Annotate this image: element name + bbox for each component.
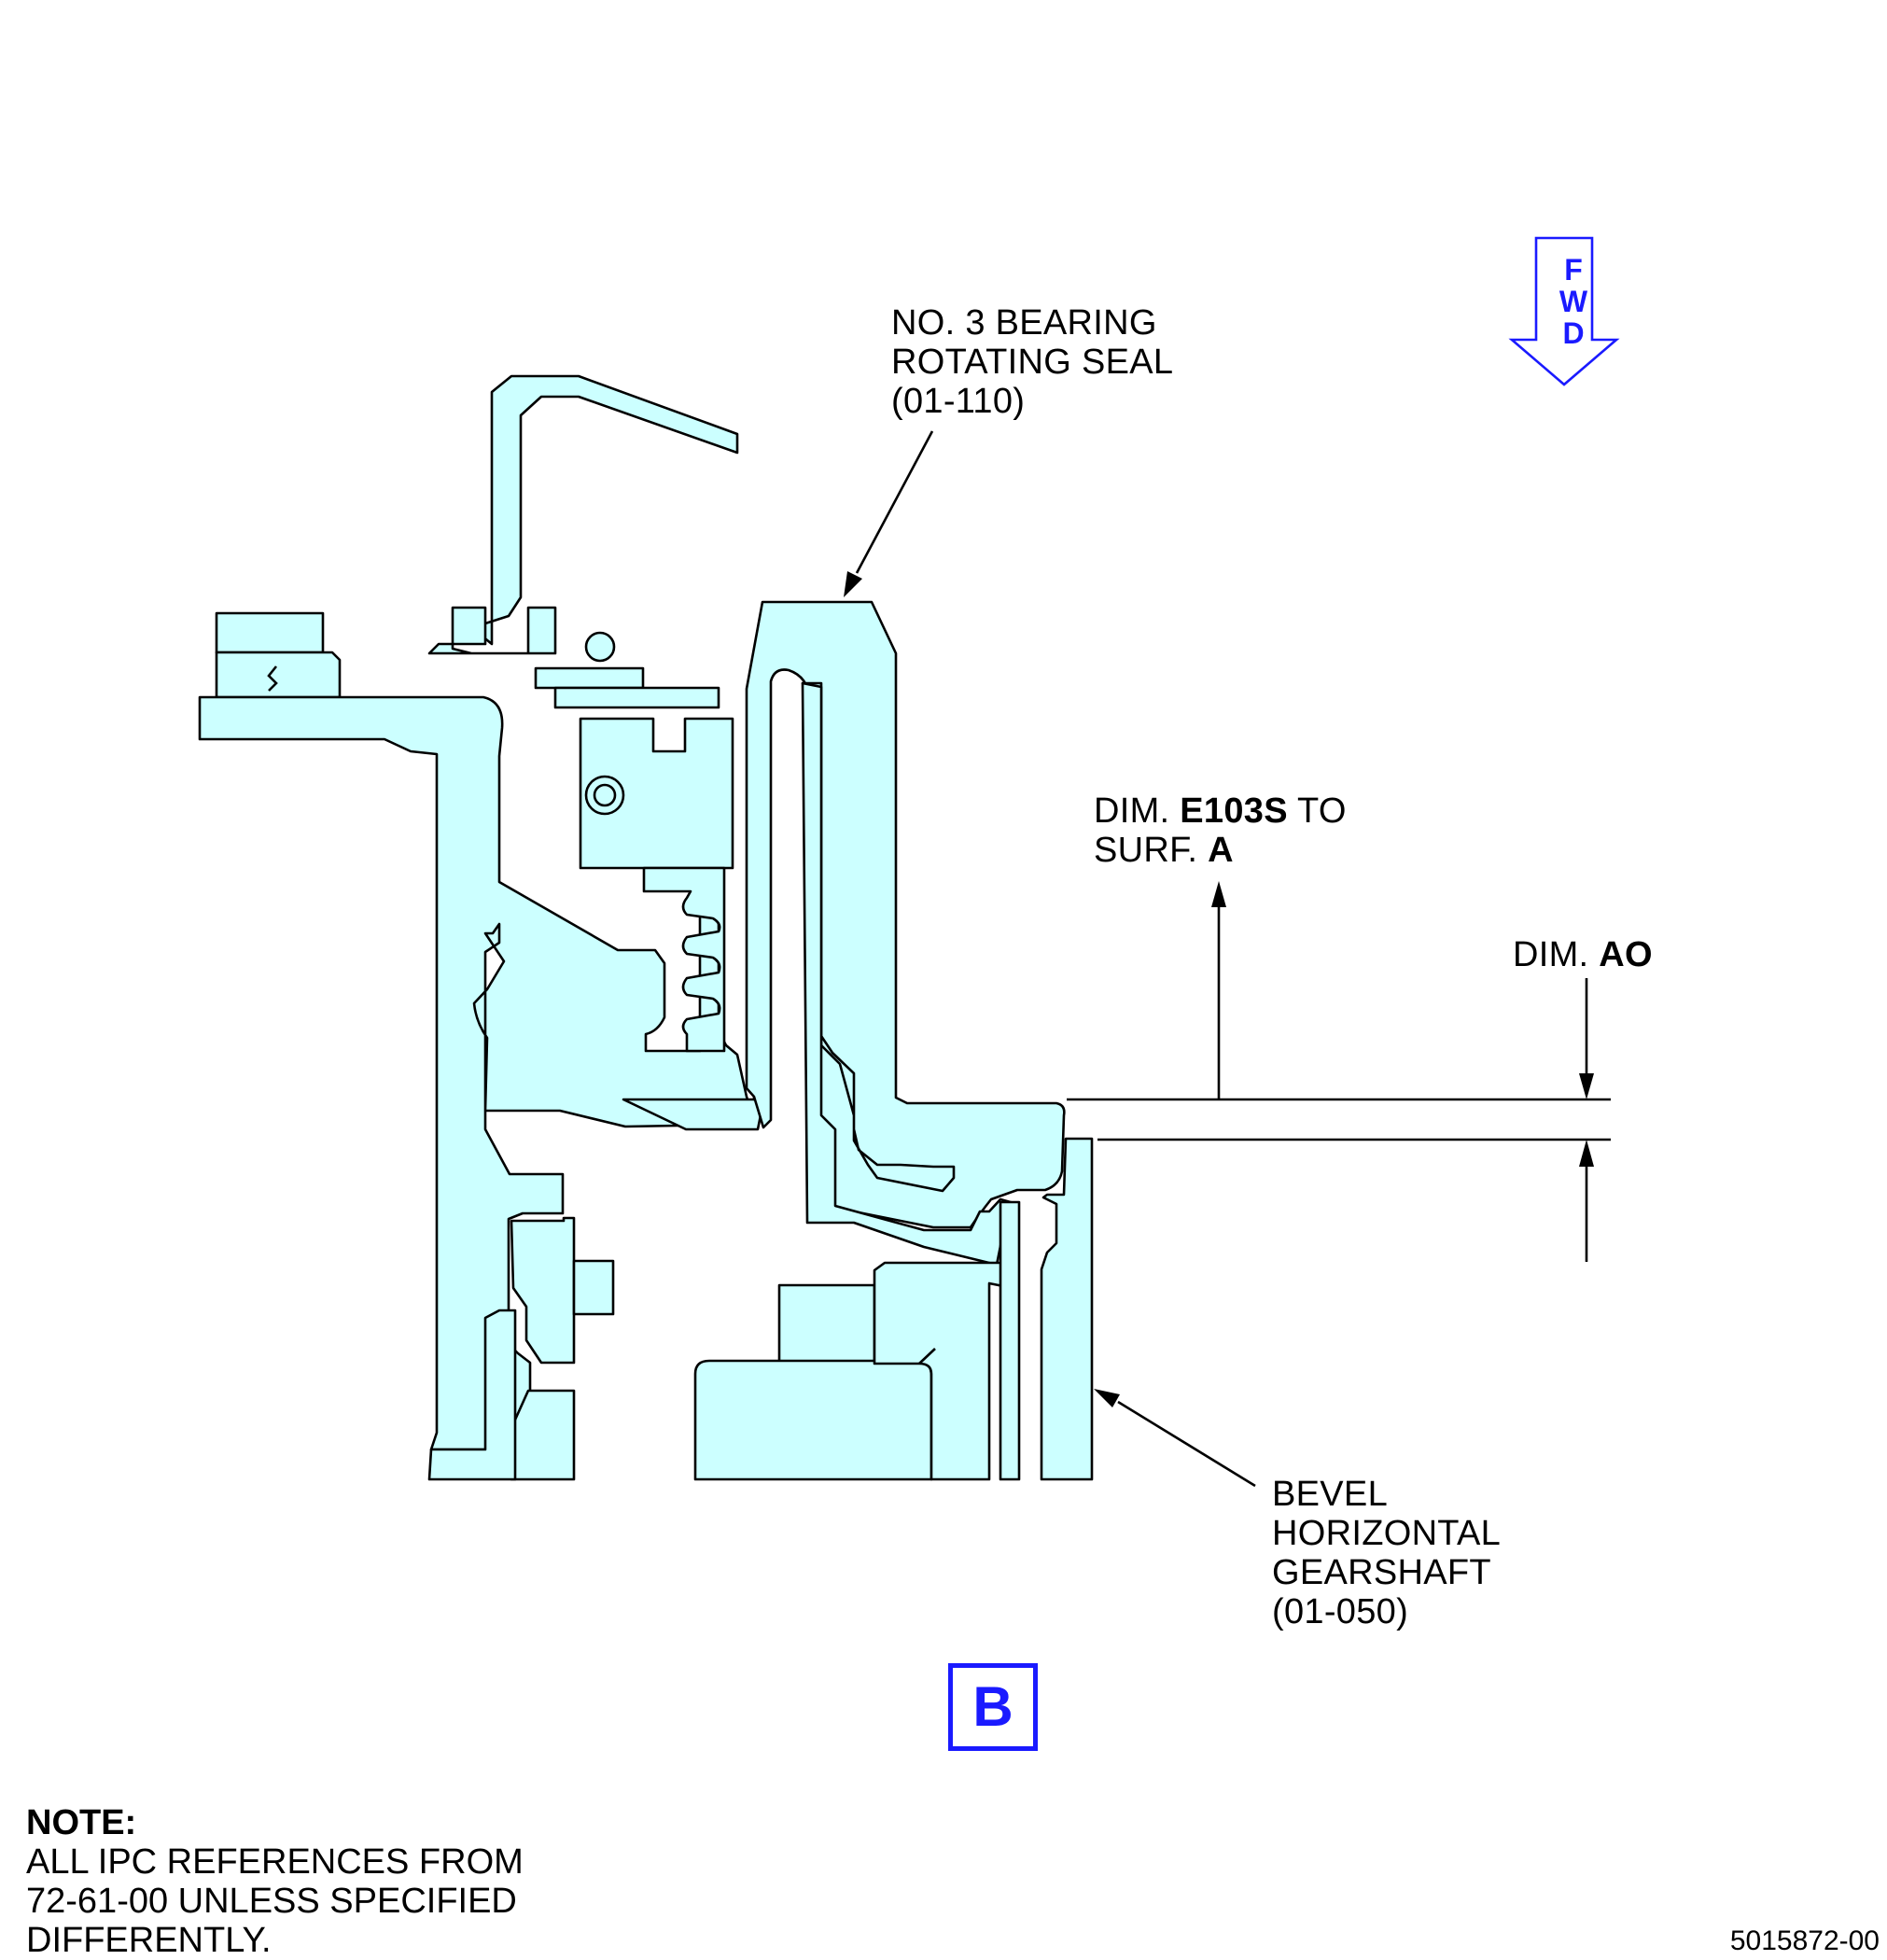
dim-ao-callout: DIM. AO bbox=[1513, 935, 1653, 974]
fwd-label: F W D bbox=[1557, 254, 1590, 349]
lower-case-segment bbox=[510, 1216, 576, 1365]
block-notch bbox=[267, 665, 278, 692]
seal-callout-line: (01-110) bbox=[891, 382, 1026, 421]
fwd-letter: F bbox=[1564, 253, 1583, 287]
arm-foot bbox=[427, 606, 557, 655]
dim-e103s-line1: DIM. E103S TO bbox=[1094, 791, 1347, 831]
seal-leader-arrowhead bbox=[844, 571, 862, 597]
top-left-block bbox=[215, 611, 325, 654]
note-line: 72-61-00 UNLESS SPECIFIED bbox=[26, 1882, 517, 1921]
note-line: DIFFERENTLY. bbox=[26, 1921, 272, 1960]
seal-inner-wall bbox=[801, 681, 956, 1193]
rotating-seal bbox=[745, 600, 1066, 1229]
lower-case-lug bbox=[572, 1259, 615, 1316]
fwd-arrow-icon bbox=[1508, 236, 1620, 386]
note-heading: NOTE: bbox=[26, 1803, 137, 1842]
bolt-head bbox=[584, 775, 625, 816]
surface-code: A bbox=[1208, 831, 1234, 870]
gearshaft-leader-arrowhead bbox=[1094, 1389, 1120, 1407]
top-left-block-lower bbox=[215, 651, 342, 699]
seal-callout-line: NO. 3 BEARING bbox=[891, 303, 1157, 343]
spool-collar-bevel bbox=[918, 1348, 936, 1365]
spool-nut bbox=[777, 1283, 876, 1365]
housing-spring-section bbox=[642, 866, 726, 1053]
fwd-letter: D bbox=[1562, 316, 1585, 350]
seal-callout: NO. 3 BEARING ROTATING SEAL (01-110) bbox=[891, 303, 1173, 421]
seal-leader bbox=[855, 430, 934, 574]
dim-ao-arrowhead-bottom bbox=[1579, 1140, 1594, 1167]
gearshaft-lip bbox=[1040, 1137, 1094, 1481]
retainer-plate bbox=[534, 666, 645, 690]
bearing-housing bbox=[579, 717, 734, 870]
fwd-letter: W bbox=[1559, 285, 1588, 318]
lock-wire-ring bbox=[584, 631, 616, 663]
dim-code: E103S bbox=[1180, 791, 1288, 831]
dim-ao-prefix: DIM. bbox=[1513, 935, 1600, 974]
surface-prefix: SURF. bbox=[1094, 831, 1209, 870]
retainer-ledge bbox=[553, 686, 720, 709]
gearshaft-callout: BEVEL HORIZONTAL GEARSHAFT (01-050) bbox=[1272, 1475, 1501, 1631]
gearshaft-callout-line: BEVEL bbox=[1272, 1475, 1389, 1514]
gearshaft-leader bbox=[1117, 1400, 1256, 1488]
dim-prefix: DIM. bbox=[1094, 791, 1181, 831]
dim-e103s-line2: SURF. A bbox=[1094, 831, 1347, 870]
gearshaft-callout-line: (01-050) bbox=[1272, 1592, 1409, 1631]
bottom-ledge bbox=[622, 1098, 762, 1131]
seal-inner-leg bbox=[801, 681, 1019, 1267]
figure-number: 5015872-00 bbox=[1729, 1925, 1880, 1956]
dim-e103s-callout: DIM. E103S TO SURF. A bbox=[1094, 791, 1347, 870]
dim-e103s-arrowhead bbox=[1211, 881, 1226, 907]
note-line: ALL IPC REFERENCES FROM bbox=[26, 1842, 524, 1882]
gearshaft-callout-line: GEARSHAFT bbox=[1272, 1553, 1491, 1592]
seal-callout-line: ROTATING SEAL bbox=[891, 343, 1174, 382]
view-label: B bbox=[948, 1663, 1038, 1751]
gearshaft-callout-line: HORIZONTAL bbox=[1272, 1514, 1502, 1553]
upper-arm bbox=[469, 374, 739, 646]
dim-ao-code: AO bbox=[1599, 935, 1653, 974]
spool-body bbox=[693, 1359, 933, 1481]
dim-ao-arrowhead-top bbox=[1579, 1073, 1594, 1099]
note-block: NOTE: ALL IPC REFERENCES FROM 72-61-00 U… bbox=[26, 1803, 524, 1960]
gearshaft-outer bbox=[999, 1200, 1021, 1481]
lower-case-left bbox=[427, 1309, 517, 1481]
dim-mid: TO bbox=[1287, 791, 1347, 831]
bolt-head-inner bbox=[593, 783, 617, 807]
